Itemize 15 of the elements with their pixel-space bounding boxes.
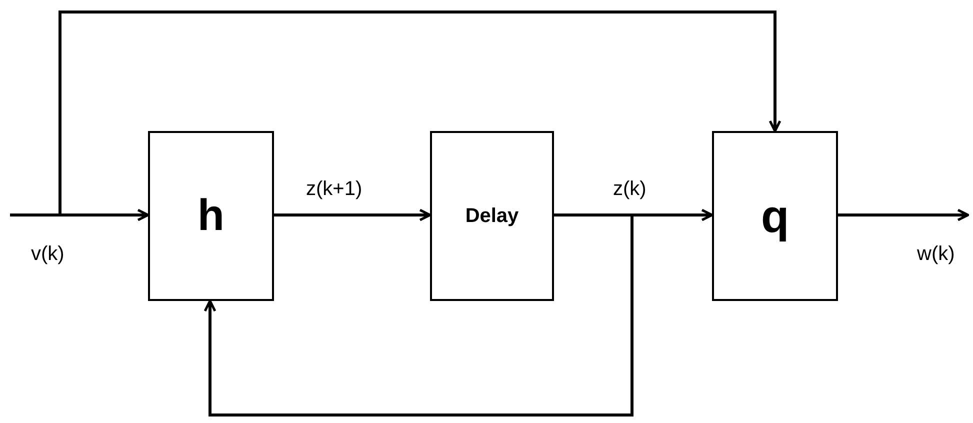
block-label: h xyxy=(198,191,224,241)
arrow xyxy=(10,208,150,222)
arrow xyxy=(838,208,970,222)
signal-label: z(k) xyxy=(612,178,648,201)
signal-label: z(k+1) xyxy=(305,178,364,201)
arrow xyxy=(58,10,782,215)
signal-label: v(k) xyxy=(30,243,66,266)
block-label: Delay xyxy=(465,204,519,228)
signal-label: w(k) xyxy=(916,243,956,266)
block-box xyxy=(712,131,838,301)
block-label: q xyxy=(760,189,790,243)
arrow xyxy=(204,214,634,416)
block-box xyxy=(430,131,554,301)
block-box xyxy=(148,131,274,301)
arrow xyxy=(274,208,432,222)
